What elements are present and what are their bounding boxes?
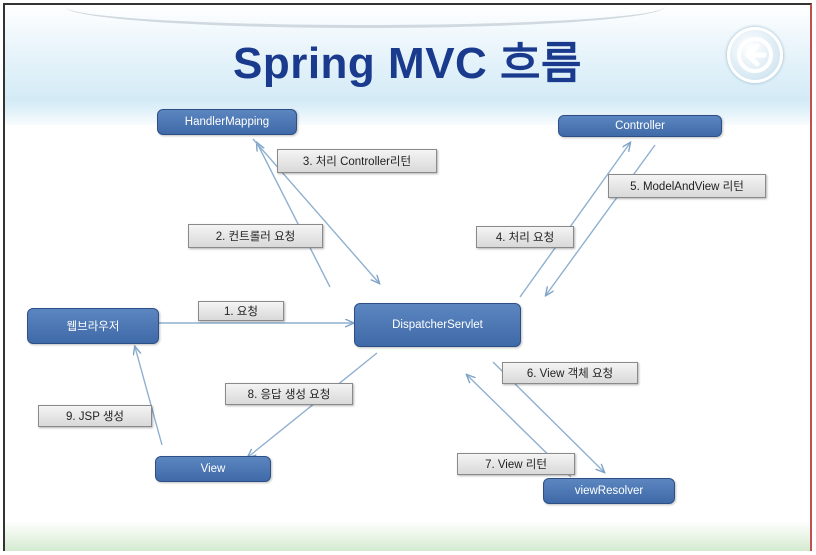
- arrow-3-handler-return: [252, 138, 379, 283]
- step-label-7: 7. View 리턴: [457, 453, 575, 475]
- arrow-5-modelandview-return: [546, 144, 656, 295]
- arrow-2-controller-request: [257, 143, 331, 288]
- slide: Spring MVC 흐름 HandlerMapping Controller …: [3, 3, 812, 551]
- step-label-2: 2. 컨트롤러 요청: [188, 224, 323, 248]
- back-button[interactable]: [727, 27, 783, 83]
- step-label-1: 1. 요청: [198, 301, 284, 321]
- flow-arrows: [5, 138, 656, 478]
- footer-background: [5, 521, 810, 551]
- page-title: Spring MVC 흐름: [232, 39, 582, 88]
- step-label-8: 8. 응답 생성 요청: [225, 383, 353, 405]
- node-web-browser: 웹브라우저: [27, 308, 159, 344]
- step-label-3: 3. 처리 Controller리턴: [277, 149, 437, 173]
- node-controller: Controller: [558, 115, 722, 137]
- back-arrow-icon: [737, 37, 773, 73]
- node-view-resolver: viewResolver: [543, 478, 675, 504]
- node-view: View: [155, 456, 271, 482]
- arrow-9-jsp-generate: [135, 347, 163, 446]
- node-handler-mapping: HandlerMapping: [157, 109, 297, 135]
- step-label-4: 4. 처리 요청: [476, 226, 574, 248]
- node-dispatcher-servlet: DispatcherServlet: [354, 303, 521, 347]
- step-label-9: 9. JSP 생성: [38, 405, 152, 427]
- arrow-4-process-request: [519, 143, 630, 298]
- decorative-swoosh: [65, 5, 665, 28]
- step-label-5: 5. ModelAndView 리턴: [608, 174, 766, 198]
- arrow-8-response-request: [248, 352, 378, 457]
- step-label-6: 6. View 객체 요청: [502, 362, 638, 384]
